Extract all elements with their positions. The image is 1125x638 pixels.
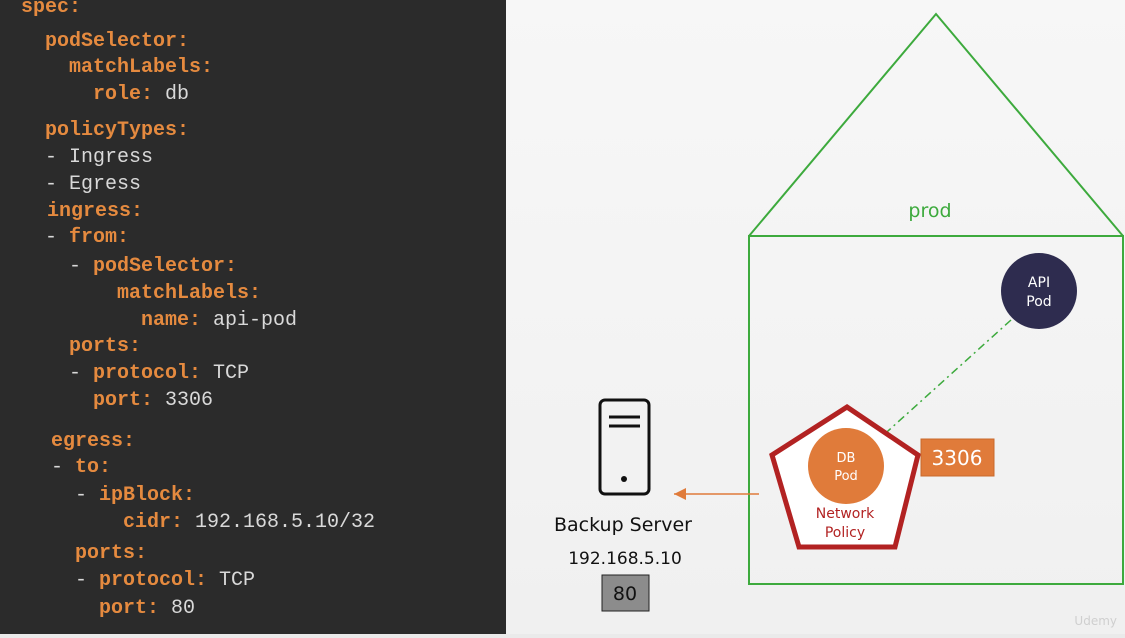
code-key: ingress: <box>23 200 144 223</box>
api-pod-label-line1: API <box>1028 275 1050 291</box>
db-pod-label-line1: DB <box>837 451 856 466</box>
code-key: cidr: <box>27 511 184 534</box>
udemy-watermark: Udemy <box>1074 614 1117 628</box>
code-line: spec: <box>21 0 81 20</box>
code-line: cidr: 192.168.5.10/32 <box>27 511 375 535</box>
code-key: ports: <box>21 335 142 358</box>
code-key: from: <box>69 226 130 249</box>
code-key: spec: <box>21 0 82 19</box>
code-key: matchLabels: <box>21 56 214 79</box>
code-value: TCP <box>207 569 256 592</box>
code-value: TCP <box>201 362 250 385</box>
code-line: ports: <box>21 335 141 359</box>
code-line: port: 80 <box>27 597 195 621</box>
backup-server-port-label: 80 <box>613 583 637 605</box>
code-value: - <box>21 255 94 278</box>
code-value: - <box>27 456 76 479</box>
code-line: matchLabels: <box>21 282 261 306</box>
code-line: port: 3306 <box>21 389 213 413</box>
code-line: podSelector: <box>21 30 189 54</box>
bottom-strip <box>0 634 1125 638</box>
code-value: - <box>21 226 70 249</box>
code-key: matchLabels: <box>21 282 262 305</box>
db-pod <box>808 428 884 504</box>
db-pod-label-line2: Pod <box>834 469 858 484</box>
code-value: 3306 <box>153 389 214 412</box>
namespace-roof <box>748 12 1124 237</box>
code-line: role: db <box>21 83 189 107</box>
backup-server-port-box <box>601 574 650 612</box>
backup-server-ip: 192.168.5.10 <box>568 549 682 569</box>
db-port-box <box>920 438 995 477</box>
code-line: - Egress <box>21 173 141 197</box>
code-key: policyTypes: <box>21 119 190 142</box>
code-line: - Ingress <box>21 146 153 170</box>
code-line: - protocol: TCP <box>21 362 249 386</box>
network-policy-label-line2: Policy <box>825 525 865 541</box>
code-key: role: <box>21 83 154 106</box>
code-key: ipBlock: <box>99 484 196 507</box>
code-line: matchLabels: <box>21 56 213 80</box>
code-key: ports: <box>27 542 148 565</box>
code-value: 80 <box>159 597 196 620</box>
code-panel: spec: podSelector: matchLabels: role: db… <box>0 0 506 634</box>
code-line: - podSelector: <box>21 255 237 279</box>
db-port-label: 3306 <box>932 446 983 470</box>
code-line: - to: <box>27 456 111 480</box>
code-key: egress: <box>27 430 136 453</box>
code-value: - <box>21 362 94 385</box>
code-key: protocol: <box>99 569 208 592</box>
code-line: egress: <box>27 430 135 454</box>
code-key: port: <box>21 389 154 412</box>
api-pod <box>1001 253 1077 329</box>
diagram-panel: prod API Pod DB Pod Network Policy 3306 … <box>506 0 1125 634</box>
code-value: - Egress <box>21 173 142 196</box>
code-key: protocol: <box>93 362 202 385</box>
code-key: podSelector: <box>93 255 238 278</box>
code-value: db <box>153 83 190 106</box>
backup-server-label: Backup Server <box>554 514 692 536</box>
code-line: ingress: <box>23 200 143 224</box>
code-value: - Ingress <box>21 146 154 169</box>
api-to-db-connection <box>877 319 1012 441</box>
code-key: name: <box>21 309 202 332</box>
namespace-label: prod <box>908 200 951 222</box>
code-key: podSelector: <box>21 30 190 53</box>
code-line: policyTypes: <box>21 119 189 143</box>
namespace-box <box>748 235 1124 585</box>
network-policy-label-line1: Network <box>816 506 875 522</box>
code-value: 192.168.5.10/32 <box>183 511 376 534</box>
network-diagram: prod API Pod DB Pod Network Policy 3306 … <box>554 12 1124 612</box>
code-line: name: api-pod <box>21 309 297 333</box>
code-value: - <box>27 569 100 592</box>
code-value: api-pod <box>201 309 298 332</box>
code-line: - ipBlock: <box>27 484 195 508</box>
code-line: ports: <box>27 542 147 566</box>
code-line: - protocol: TCP <box>27 569 255 593</box>
code-key: to: <box>75 456 112 479</box>
server-icon <box>598 398 651 496</box>
code-key: port: <box>27 597 160 620</box>
code-value: - <box>27 484 100 507</box>
code-line: - from: <box>21 226 129 250</box>
api-pod-label-line2: Pod <box>1026 294 1051 310</box>
